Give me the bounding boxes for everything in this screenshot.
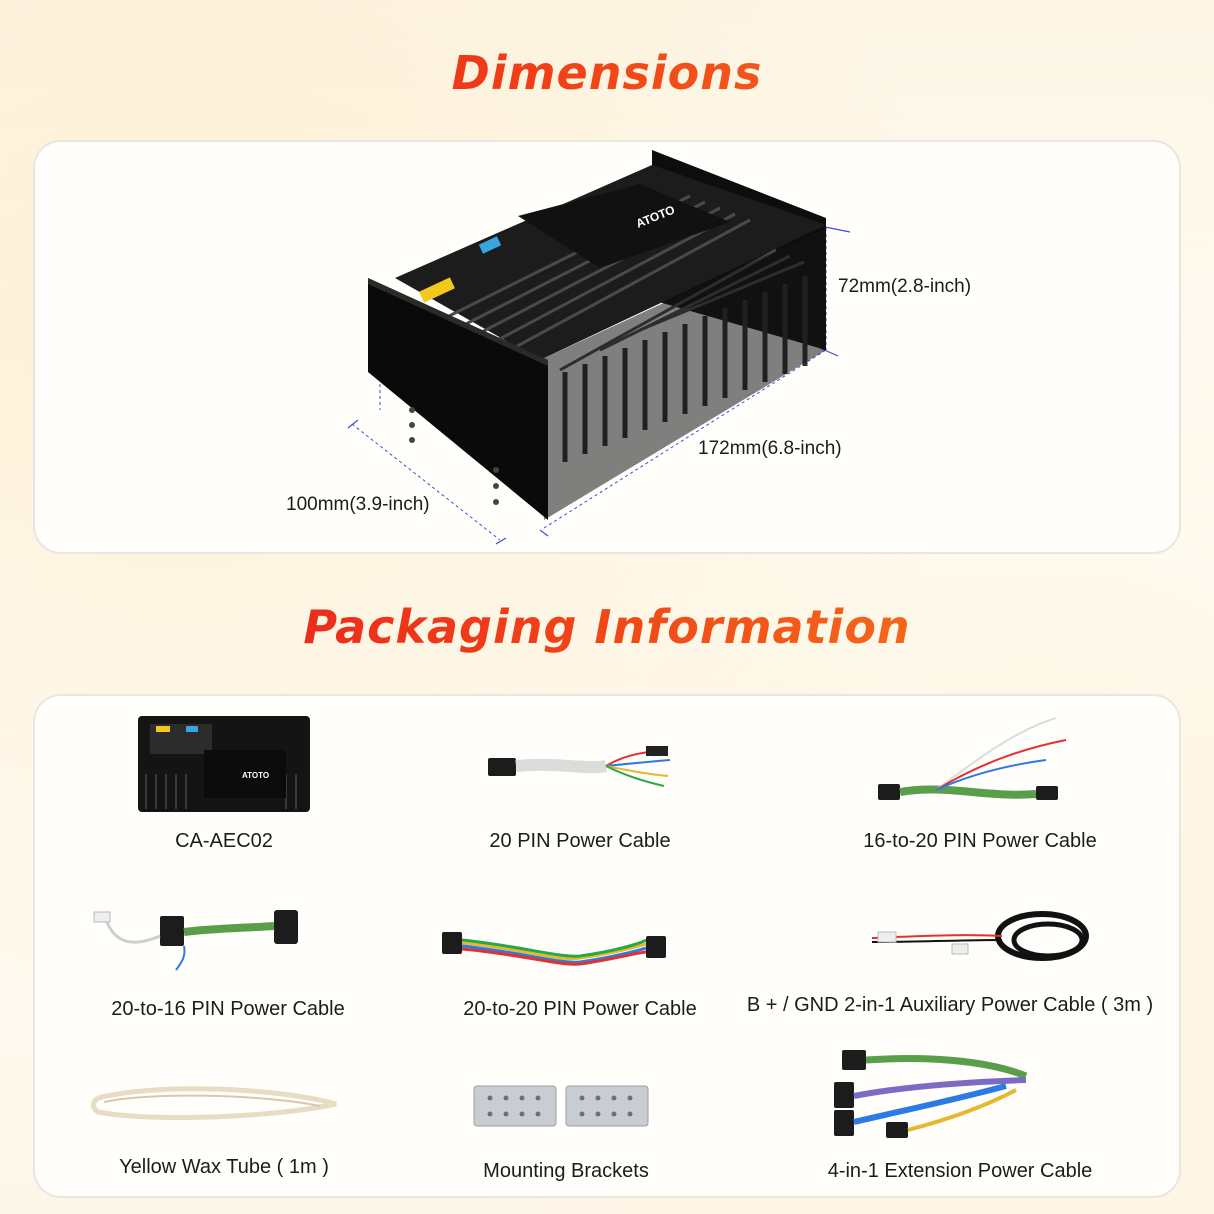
item-label-4-in-1: 4-in-1 Extension Power Cable [827,1160,1093,1182]
item-label-wax-tube: Yellow Wax Tube ( 1m ) [119,1156,329,1178]
cable-harness-icon [93,910,298,971]
item-label-16-to-20: 16-to-20 PIN Power Cable [863,830,1097,852]
amplifier-logo: ATOTO [242,771,269,780]
cable-harness-icon [442,932,666,966]
item-label-20-to-20: 20-to-20 PIN Power Cable [463,998,697,1020]
device-side [540,228,826,520]
dimensions-heading: Dimensions [0,46,1214,100]
item-label-20-to-16: 20-to-16 PIN Power Cable [111,998,345,1020]
item-label-20-pin: 20 PIN Power Cable [489,830,671,852]
amplifier-unit-icon: ATOTO [138,716,310,812]
device-front-plate [368,278,548,520]
cable-harness-icon [488,746,671,787]
cable-harness-icon [878,717,1067,800]
fuse-yellow [419,277,455,303]
item-label-aux-power: B + / GND 2-in-1 Auxiliary Power Cable (… [746,994,1154,1016]
wax-tube-icon [91,1086,337,1121]
bracket-icon [473,1085,649,1127]
height-dimension-label: 72mm(2.8-inch) [838,276,972,297]
device-dimension-illustration: ATOTO [347,150,851,545]
width-dimension-label: 100mm(3.9-inch) [286,494,430,515]
item-label-brackets: Mounting Brackets [483,1160,649,1182]
fuse-blue [478,236,502,254]
length-dimension-label: 172mm(6.8-inch) [698,438,842,459]
item-label-ca-aec02: CA-AEC02 [175,830,273,852]
mount-holes [409,407,499,505]
packaging-heading: Packaging Information [0,600,1214,654]
cable-harness-icon [834,1050,1028,1138]
coiled-cable-icon [871,911,1089,961]
device-cover-plate [518,184,730,268]
